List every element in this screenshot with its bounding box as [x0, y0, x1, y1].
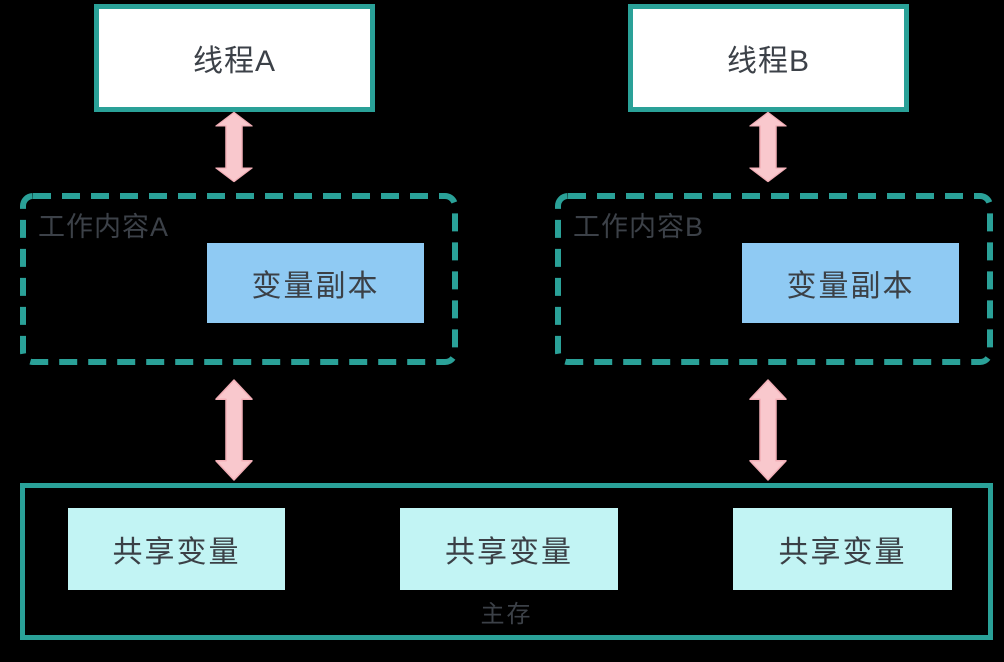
- working-memory-b-box: 工作内容B 变量副本: [555, 193, 993, 365]
- thread-a-box: 线程A: [94, 4, 375, 112]
- variable-copy-b-box: 变量副本: [742, 243, 959, 323]
- dashed-border: [20, 193, 458, 365]
- double-arrow-thread-a-icon: [215, 111, 253, 183]
- working-memory-a-box: 工作内容A 变量副本: [20, 193, 458, 365]
- shared-variable-label: 共享变量: [112, 536, 241, 569]
- thread-b-label: 线程B: [726, 45, 810, 78]
- double-arrow-memory-a-icon: [215, 379, 253, 481]
- shared-variable-box: 共享变量: [733, 508, 952, 590]
- main-memory-box: 共享变量 共享变量 共享变量 主存: [20, 483, 993, 640]
- variable-copy-a-box: 变量副本: [207, 243, 424, 323]
- working-memory-b-label: 工作内容B: [573, 212, 705, 242]
- variable-copy-a-label: 变量副本: [251, 270, 380, 303]
- shared-variable-label: 共享变量: [445, 536, 573, 569]
- double-arrow-memory-b-icon: [749, 379, 787, 481]
- main-memory-label: 主存: [480, 601, 533, 628]
- double-arrow-thread-b-icon: [749, 111, 787, 183]
- shared-variable-label: 共享变量: [778, 536, 907, 569]
- shared-variable-box: 共享变量: [400, 508, 618, 590]
- thread-b-box: 线程B: [628, 4, 909, 112]
- shared-variable-box: 共享变量: [68, 508, 285, 590]
- thread-a-label: 线程A: [192, 45, 276, 78]
- working-memory-a-label: 工作内容A: [38, 212, 170, 242]
- dashed-border: [555, 193, 993, 365]
- variable-copy-b-label: 变量副本: [786, 270, 915, 303]
